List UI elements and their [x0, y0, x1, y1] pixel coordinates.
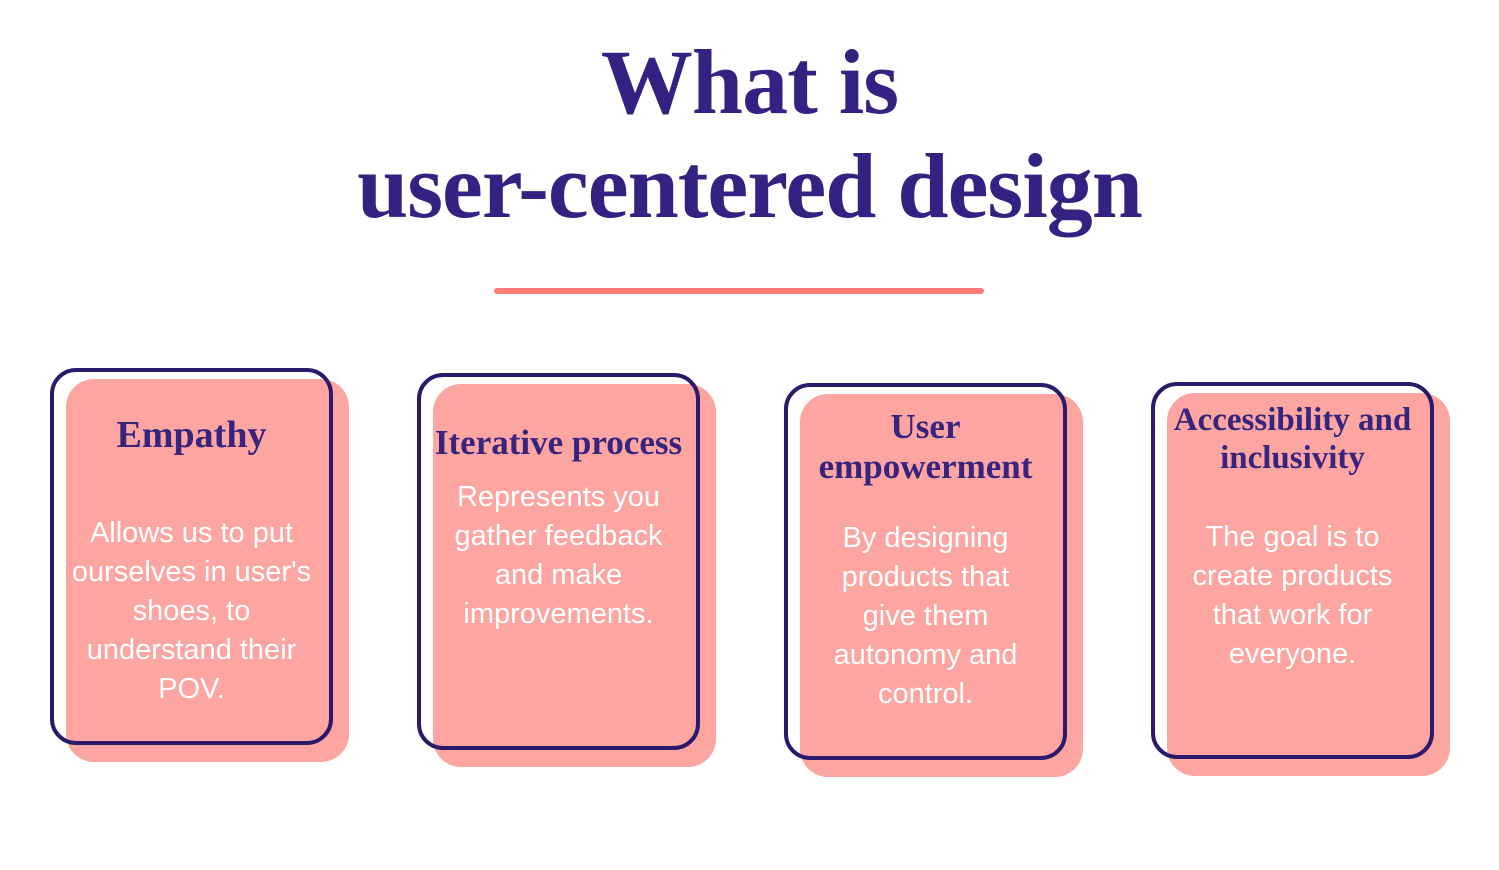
card-empathy: Empathy Allows us to put ourselves in us…	[50, 368, 349, 768]
card-outline	[50, 368, 333, 745]
card-title: Accessibility and inclusivity	[1173, 402, 1412, 476]
cards-row: Empathy Allows us to put ourselves in us…	[50, 368, 1450, 783]
card-pink-fill	[800, 394, 1083, 777]
card-pink-fill	[1167, 393, 1450, 776]
title-underline-divider	[494, 288, 984, 294]
card-body: By designing products that give them aut…	[833, 521, 1018, 710]
card-pink-fill	[433, 384, 716, 767]
card-iterative-process: Iterative process Represents you gather …	[417, 373, 716, 773]
card-outline	[784, 383, 1067, 760]
card-content: Empathy Allows us to put ourselves in us…	[50, 368, 333, 745]
card-user-empowerment: User empowerment By designing products t…	[784, 383, 1083, 783]
card-title: User empowerment	[818, 407, 1033, 487]
card-content: Iterative process Represents you gather …	[417, 373, 700, 750]
card-content: Accessibility and inclusivity The goal i…	[1151, 382, 1434, 759]
card-body: The goal is to create products that work…	[1192, 520, 1393, 670]
card-body: Allows us to put ourselves in user's sho…	[71, 516, 312, 705]
page-title: What is user-centered design	[0, 30, 1499, 238]
card-accessibility-inclusivity: Accessibility and inclusivity The goal i…	[1151, 382, 1450, 782]
page-title-line-2: user-centered design	[357, 135, 1143, 237]
card-title: Iterative process	[434, 423, 683, 462]
card-outline	[417, 373, 700, 750]
card-outline	[1151, 382, 1434, 759]
page-title-line-1: What is	[600, 31, 899, 133]
card-pink-fill	[66, 379, 349, 762]
card-content: User empowerment By designing products t…	[784, 383, 1067, 760]
card-title: Empathy	[116, 414, 267, 456]
card-body: Represents you gather feedback and make …	[454, 481, 663, 631]
